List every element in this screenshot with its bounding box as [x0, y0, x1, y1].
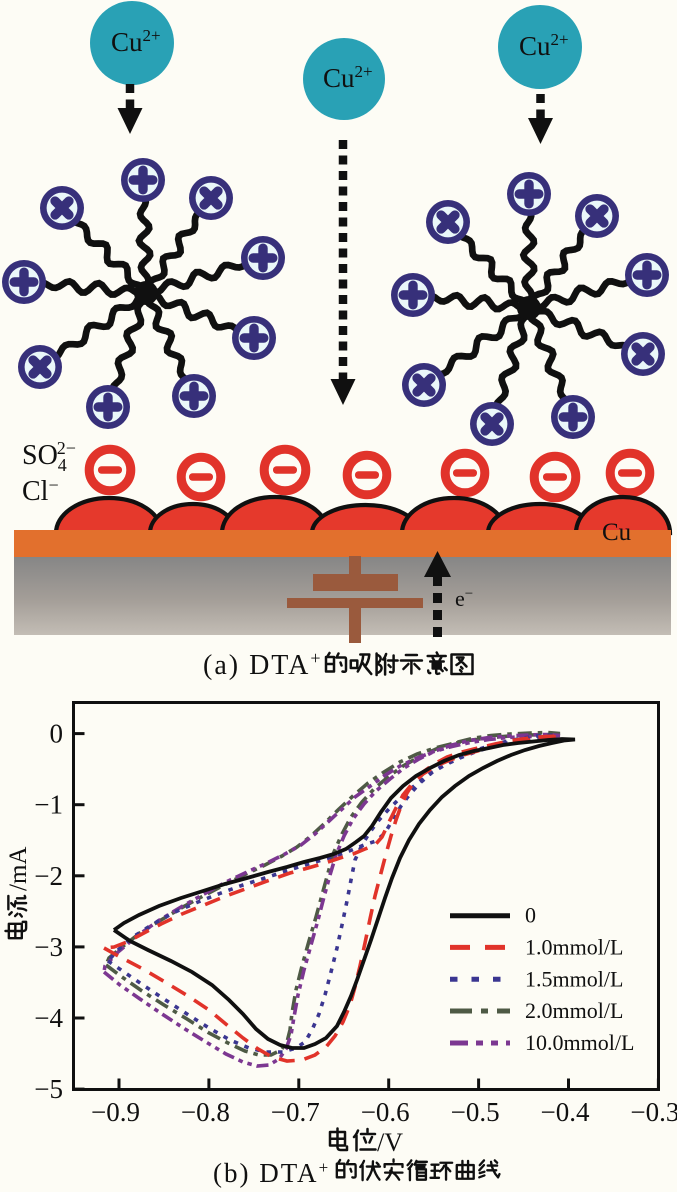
- svg-text:−0.3: −0.3: [630, 1097, 677, 1127]
- svg-text:(a) DTA+: (a) DTA+: [203, 648, 323, 681]
- svg-text:−3: −3: [34, 932, 63, 962]
- svg-text:−0.8: −0.8: [181, 1097, 230, 1127]
- svg-text:2.0mmol/L: 2.0mmol/L: [525, 998, 623, 1023]
- svg-text:1.5mmol/L: 1.5mmol/L: [525, 967, 623, 992]
- svg-text:Cu: Cu: [602, 519, 632, 546]
- svg-text:−0.7: −0.7: [271, 1097, 320, 1127]
- svg-text:10.0mmol/L: 10.0mmol/L: [525, 1030, 634, 1055]
- svg-text:/mA: /mA: [5, 847, 32, 891]
- svg-text:0: 0: [525, 903, 536, 928]
- svg-text:−1: −1: [34, 790, 63, 820]
- svg-text:1.0mmol/L: 1.0mmol/L: [525, 935, 623, 960]
- svg-text:/V: /V: [377, 1128, 403, 1157]
- svg-text:−4: −4: [34, 1003, 63, 1033]
- svg-text:(b) DTA+: (b) DTA+: [213, 1158, 330, 1188]
- svg-text:−5: −5: [34, 1074, 63, 1104]
- svg-text:−0.6: −0.6: [361, 1097, 410, 1127]
- svg-text:0: 0: [50, 719, 64, 749]
- svg-text:−0.9: −0.9: [91, 1097, 140, 1127]
- svg-text:−0.5: −0.5: [451, 1097, 500, 1127]
- svg-text:Cl−: Cl−: [22, 475, 59, 507]
- svg-text:−2: −2: [34, 861, 63, 891]
- svg-text:−0.4: −0.4: [541, 1097, 590, 1127]
- svg-text:SO42−: SO42−: [22, 438, 76, 475]
